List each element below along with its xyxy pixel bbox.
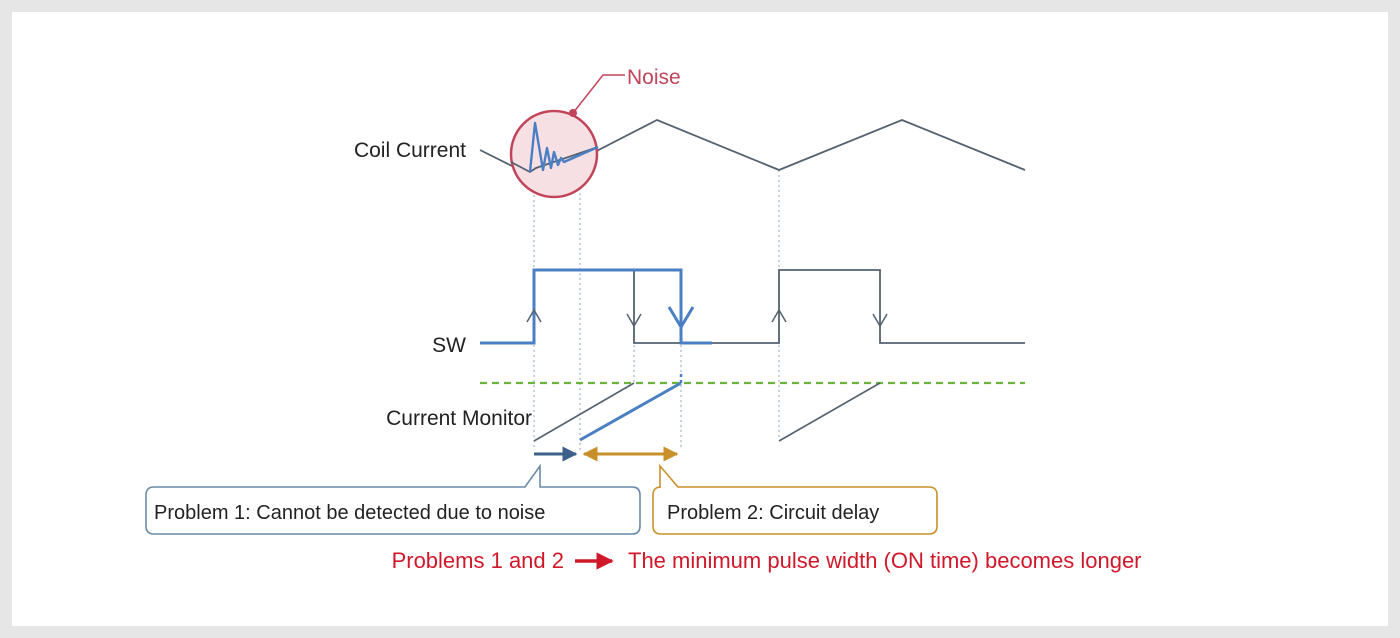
problem2-text: Problem 2: Circuit delay [667, 502, 879, 524]
problem1-callout-box [145, 463, 641, 535]
sw-waveform-actual [480, 268, 712, 345]
current-monitor-ramp [778, 382, 881, 442]
sw-edge-marks [526, 306, 888, 330]
noise-label: Noise [627, 66, 681, 89]
coil-current-label: Coil Current [354, 139, 466, 162]
rise-arrow [771, 308, 787, 323]
conclusion-left-text: Problems 1 and 2 [392, 548, 564, 573]
problem1-text: Problem 1: Cannot be detected due to noi… [154, 502, 545, 524]
sw-waveform [633, 269, 1025, 344]
fall-arrow [626, 313, 642, 328]
noise-spike [528, 121, 599, 173]
fall-arrow-actual [667, 306, 695, 330]
problem2-callout-box [652, 463, 938, 535]
rise-arrow [526, 308, 542, 323]
fall-arrow [872, 313, 888, 328]
current-monitor-ramp-actual [579, 381, 682, 442]
current-monitor-label: Current Monitor [386, 407, 532, 430]
conclusion-right-text: The minimum pulse width (ON time) become… [628, 548, 1142, 573]
noise-leader-line [572, 74, 625, 114]
sw-label: SW [432, 334, 466, 357]
dot-icon [569, 109, 577, 117]
current-monitor-ramp [533, 382, 635, 442]
coil-current-in-noise [510, 146, 599, 174]
